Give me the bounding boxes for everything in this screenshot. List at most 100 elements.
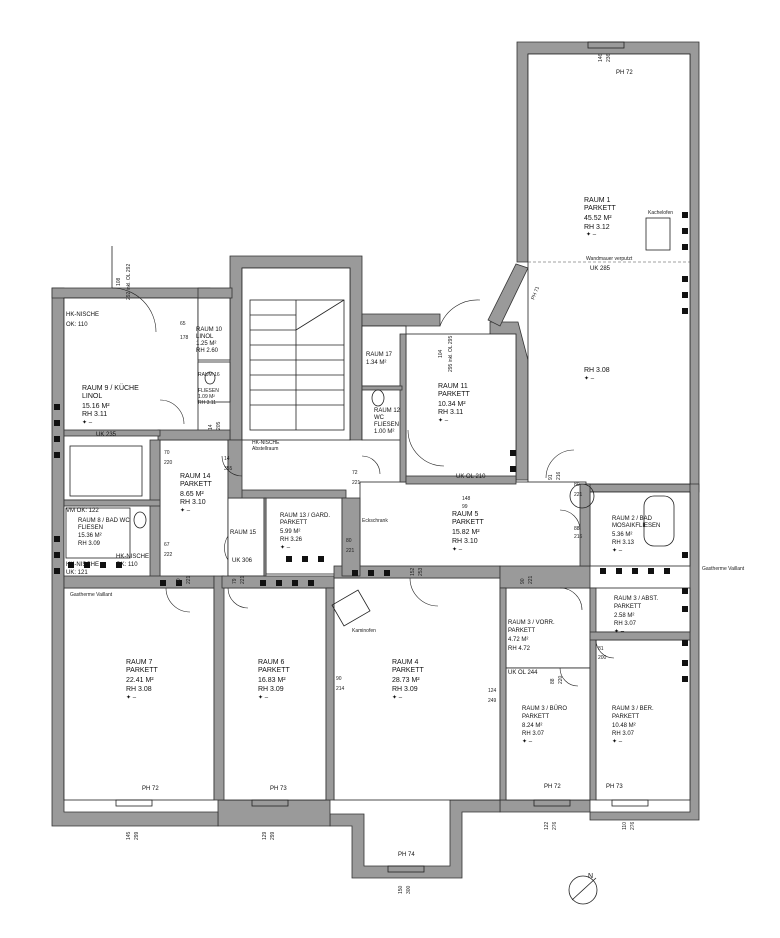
stair-treads	[250, 299, 345, 406]
svg-text:10.34 M²: 10.34 M²	[438, 401, 466, 408]
svg-text:70: 70	[164, 450, 170, 456]
svg-text:221: 221	[574, 492, 583, 498]
room-markers: ✦ – ✦ – ✦ – ✦ – ✦ – ✦ – ✦ – ✦ – ✦ – ✦ – …	[82, 231, 625, 745]
svg-text:RH 3.13: RH 3.13	[612, 540, 635, 546]
svg-text:RH 3.08: RH 3.08	[126, 686, 152, 693]
svg-text:Gastherme Vaillant: Gastherme Vaillant	[70, 592, 113, 598]
svg-text:110: 110	[622, 822, 628, 830]
svg-text:RAUM 11: RAUM 11	[438, 383, 468, 390]
svg-text:Wandmauer verputzt: Wandmauer verputzt	[586, 256, 633, 262]
annotations: HK-NISCHE OK: 110 VM OK: 122 HK-NISCHE U…	[66, 210, 745, 676]
svg-text:RH 3.09: RH 3.09	[392, 686, 418, 693]
room-label-raum-3-vorr: RAUM 3 / VORR. PARKETT 4.72 M² RH 4.72	[508, 620, 555, 652]
svg-text:90: 90	[176, 578, 182, 584]
svg-text:LINOL: LINOL	[196, 334, 214, 340]
svg-text:221: 221	[346, 548, 355, 554]
room-label-raum-12: RAUM 12 WC FLIESEN 1.00 M²	[374, 408, 401, 435]
svg-text:65: 65	[180, 321, 186, 327]
svg-text:RH 3.11: RH 3.11	[82, 411, 107, 418]
room-label-raum-5: RAUM 5 PARKETT 15.82 M² RH 3.10	[452, 511, 484, 545]
svg-text:81: 81	[598, 646, 604, 652]
svg-text:RH 3.10: RH 3.10	[452, 538, 478, 545]
svg-text:221: 221	[528, 575, 534, 584]
svg-text:14: 14	[208, 424, 214, 430]
svg-text:104: 104	[438, 349, 444, 358]
svg-text:RH 2.60: RH 2.60	[196, 348, 219, 354]
svg-text:✦ –: ✦ –	[452, 546, 463, 553]
svg-text:RAUM 1: RAUM 1	[584, 197, 611, 204]
svg-text:221: 221	[186, 575, 192, 584]
svg-text:RAUM 17: RAUM 17	[366, 352, 393, 358]
svg-text:UK 235: UK 235	[96, 432, 117, 438]
svg-text:RAUM 9 / KÜCHE: RAUM 9 / KÜCHE	[82, 384, 139, 392]
svg-text:RAUM 2 / BAD: RAUM 2 / BAD	[612, 516, 653, 522]
dimensions: 146 236 108 292 inkl. OL 292 65 178 104 …	[116, 53, 636, 894]
svg-text:300: 300	[406, 885, 412, 894]
room-label-raum-2: RAUM 2 / BAD MOSAIKFLIESEN 5.36 M² RH 3.…	[612, 516, 660, 546]
svg-text:80: 80	[574, 482, 580, 488]
interior-walls	[63, 287, 691, 801]
svg-text:14: 14	[224, 456, 230, 462]
svg-text:RAUM 7: RAUM 7	[126, 659, 153, 666]
svg-text:PARKETT: PARKETT	[180, 481, 212, 488]
svg-text:RAUM 16: RAUM 16	[198, 372, 220, 378]
svg-text:249: 249	[488, 698, 497, 704]
parapet-heights: PH 72 PH 72 PH 73 PH 74 PH 72 PH 73 PH 7…	[142, 70, 633, 858]
svg-text:FLIESEN: FLIESEN	[198, 388, 219, 394]
svg-text:OK: 110: OK: 110	[116, 562, 138, 568]
spiral-stair	[569, 483, 595, 509]
svg-text:RH 3.09: RH 3.09	[258, 686, 284, 693]
room-label-raum-9: RAUM 9 / KÜCHE LINOL 15.16 M² RH 3.11	[82, 384, 139, 418]
svg-text:✦ –: ✦ –	[280, 544, 291, 551]
svg-text:28.73 M²: 28.73 M²	[392, 677, 420, 684]
svg-text:79: 79	[232, 578, 238, 584]
svg-text:HK-NISCHE: HK-NISCHE	[116, 554, 149, 560]
kitchen-unit	[69, 445, 143, 497]
svg-text:15.16 M²: 15.16 M²	[82, 403, 110, 410]
svg-text:299: 299	[270, 831, 276, 840]
north-label: N	[588, 873, 593, 880]
svg-text:10.48 M²: 10.48 M²	[612, 723, 636, 729]
svg-text:RH 3.12: RH 3.12	[584, 224, 610, 231]
svg-text:RH 3.07: RH 3.07	[522, 731, 545, 737]
svg-text:RAUM 6: RAUM 6	[258, 659, 285, 666]
svg-text:145: 145	[126, 831, 132, 840]
svg-text:RH 3.11: RH 3.11	[198, 400, 216, 406]
svg-text:299: 299	[134, 831, 140, 840]
svg-text:FLIESEN: FLIESEN	[374, 422, 399, 428]
svg-text:HK-NISCHE: HK-NISCHE	[66, 562, 99, 568]
svg-text:292 inkl. OL 292: 292 inkl. OL 292	[126, 264, 132, 300]
svg-text:RH 3.10: RH 3.10	[180, 499, 206, 506]
room-label-raum-3-ber: RAUM 3 / BER. PARKETT 10.48 M² RH 3.07	[612, 706, 654, 737]
svg-text:RAUM 5: RAUM 5	[452, 511, 479, 518]
svg-text:Eckschrank: Eckschrank	[362, 518, 388, 524]
svg-text:222: 222	[164, 552, 173, 558]
svg-text:✦ –: ✦ –	[612, 738, 623, 745]
room-floors	[63, 53, 691, 801]
svg-text:253: 253	[418, 567, 424, 576]
svg-text:221: 221	[352, 480, 361, 486]
sink-raum16	[204, 371, 216, 385]
svg-text:Gastherme Vaillant: Gastherme Vaillant	[702, 566, 745, 572]
svg-text:RAUM 14: RAUM 14	[180, 473, 210, 480]
svg-text:✦ –: ✦ –	[258, 694, 269, 701]
svg-text:RAUM 13 / GARD.: RAUM 13 / GARD.	[280, 513, 330, 519]
svg-text:MOSAIKFLIESEN: MOSAIKFLIESEN	[612, 523, 660, 529]
svg-text:PH 73: PH 73	[606, 784, 623, 790]
svg-text:88: 88	[550, 678, 556, 684]
svg-text:RAUM 8 / BAD WC: RAUM 8 / BAD WC	[78, 518, 130, 524]
svg-text:RAUM 3 / VORR.: RAUM 3 / VORR.	[508, 620, 555, 626]
room-label-raum-11: RAUM 11 PARKETT 10.34 M² RH 3.11	[438, 383, 470, 416]
svg-text:129: 129	[262, 831, 268, 840]
svg-text:Kachelofen: Kachelofen	[648, 210, 673, 216]
svg-text:✦ –: ✦ –	[126, 694, 137, 701]
svg-text:355: 355	[224, 466, 233, 472]
room-label-raum-16: RAUM 16 FLIESEN 1.09 M² RH 3.11	[198, 372, 220, 406]
svg-text:PARKETT: PARKETT	[612, 714, 640, 720]
svg-text:UK OL 244: UK OL 244	[508, 670, 538, 676]
svg-text:276: 276	[630, 821, 636, 830]
svg-text:214: 214	[336, 686, 345, 692]
svg-text:HK-NISCHE: HK-NISCHE	[66, 312, 99, 318]
svg-text:5.99 M²: 5.99 M²	[280, 529, 300, 535]
svg-text:UK 285: UK 285	[590, 266, 611, 272]
